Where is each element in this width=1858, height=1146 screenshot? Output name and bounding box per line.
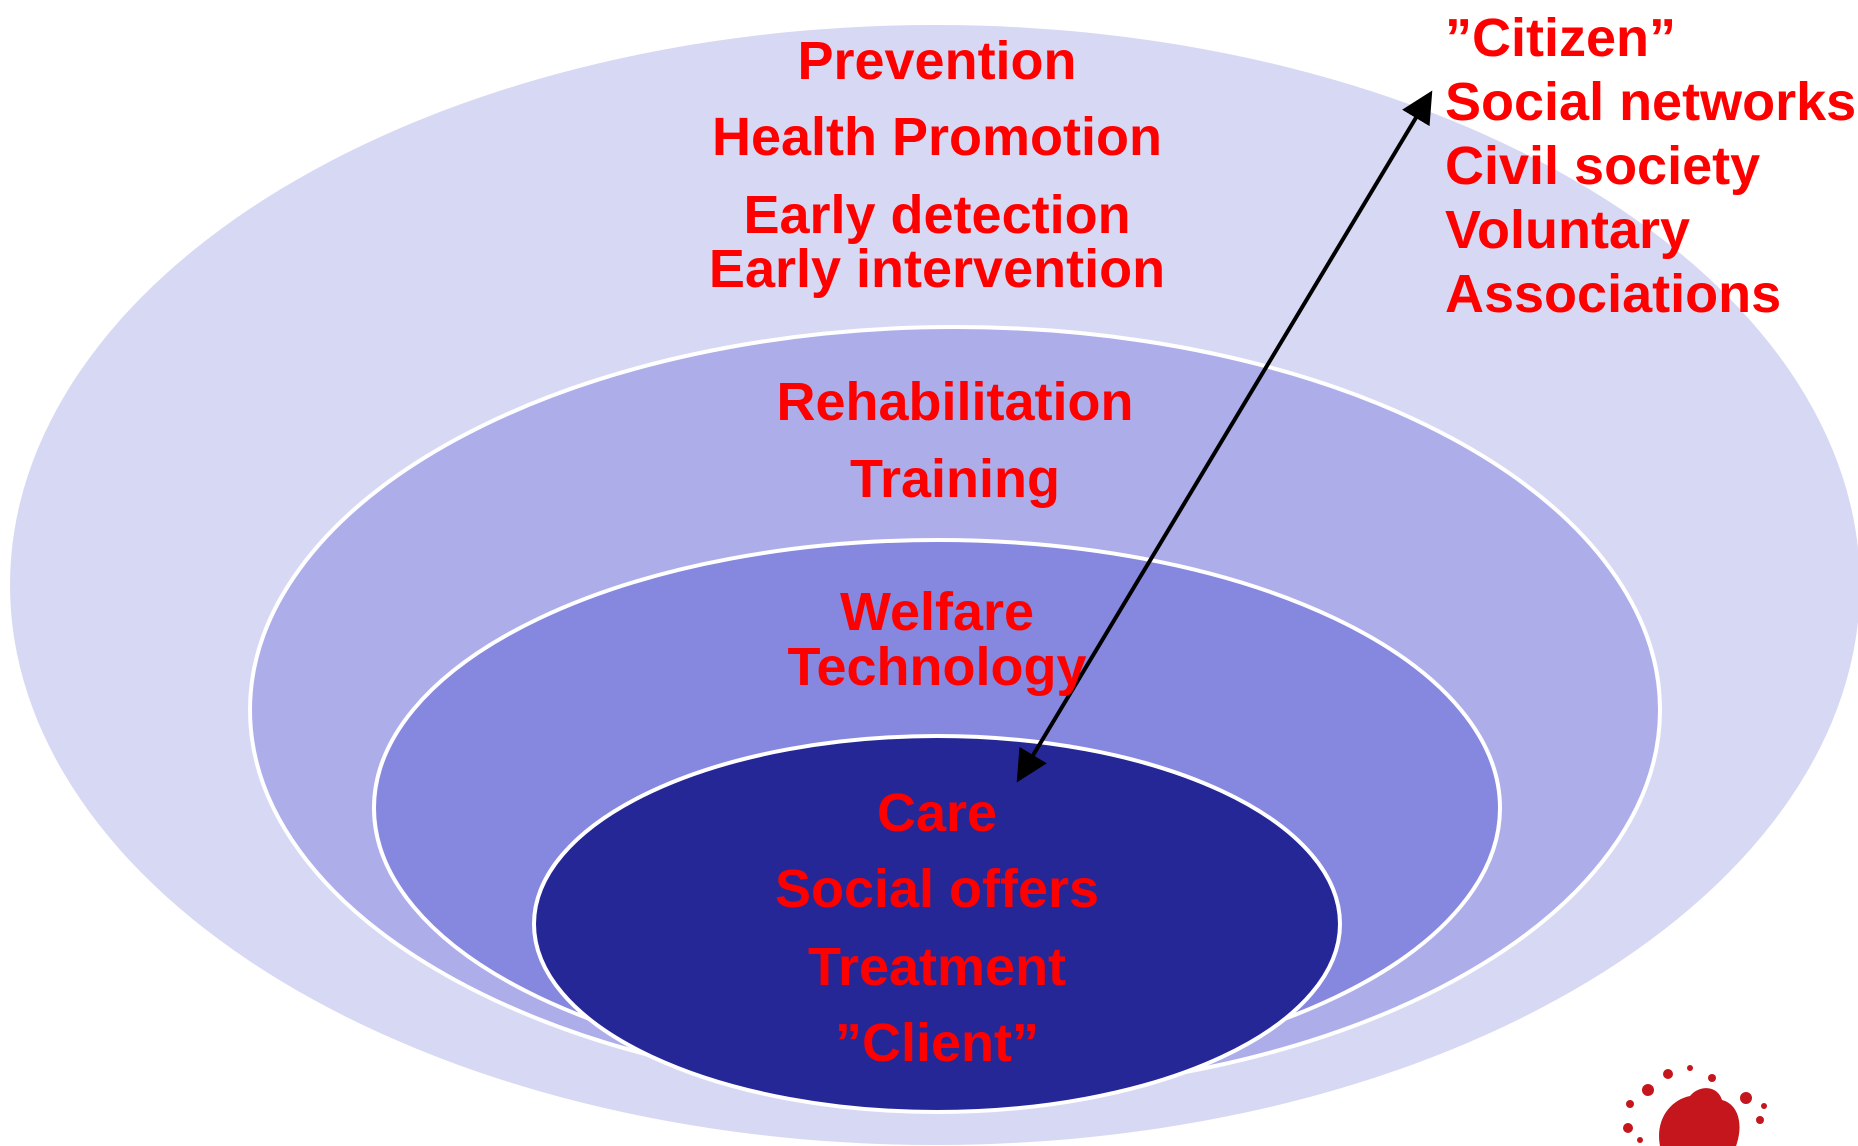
- label-training: Training: [849, 449, 1061, 509]
- label-social-networks: Social networks: [1445, 72, 1857, 132]
- label-welfare: Welfare: [839, 582, 1035, 642]
- label-care: Care: [876, 783, 998, 843]
- ring-core: [532, 734, 1342, 1114]
- label-early-detection: Early detection: [743, 185, 1131, 245]
- label-social-offers: Social offers: [774, 859, 1100, 919]
- label-client: ”Client”: [834, 1013, 1040, 1073]
- label-treatment: Treatment: [807, 937, 1067, 997]
- double-arrow: [1016, 90, 1433, 783]
- label-associations: Associations: [1445, 264, 1782, 324]
- label-prevention: Prevention: [797, 31, 1077, 91]
- label-technology: Technology: [787, 637, 1087, 697]
- paint-splatter: [1623, 1065, 1767, 1146]
- label-civil-society: Civil society: [1445, 136, 1761, 196]
- citizen-list: ”Citizen” Social networks Civil society …: [1445, 6, 1856, 326]
- label-early-intervention: Early intervention: [708, 239, 1166, 299]
- label-citizen: ”Citizen”: [1445, 8, 1677, 68]
- label-health-promotion: Health Promotion: [711, 107, 1163, 167]
- label-voluntary: Voluntary: [1445, 200, 1691, 260]
- label-rehabilitation: Rehabilitation: [776, 372, 1134, 432]
